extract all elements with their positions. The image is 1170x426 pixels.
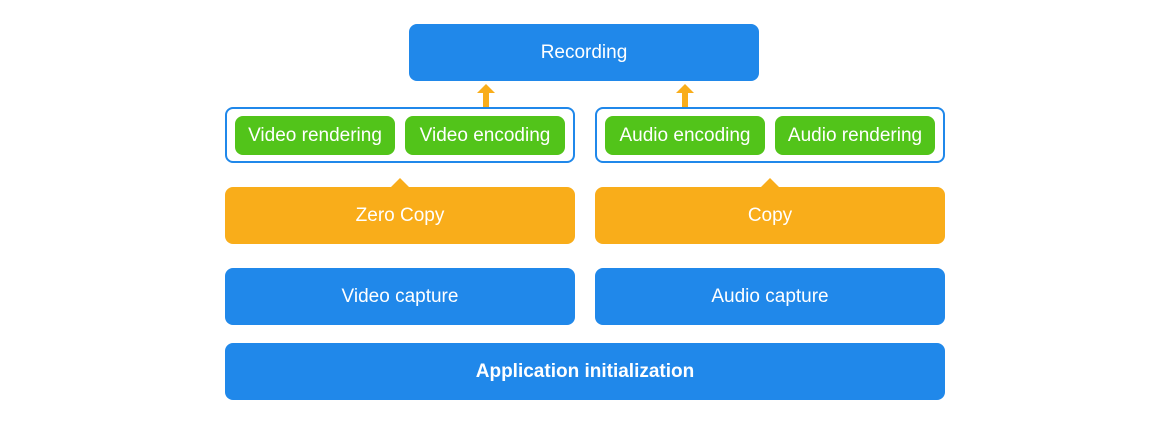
- video-encoding-label: Video encoding: [419, 124, 551, 146]
- copy-pointer: [761, 178, 779, 187]
- audio-rendering-box: Audio rendering: [775, 116, 935, 155]
- video-capture-label: Video capture: [341, 285, 459, 307]
- arrow-video-encoding-to-recording: [477, 84, 495, 118]
- zero-copy-pointer: [391, 178, 409, 187]
- video-encoding-box: Video encoding: [405, 116, 565, 155]
- recording-box: Recording: [409, 24, 759, 81]
- copy-box: Copy: [595, 187, 945, 244]
- zero-copy-label: Zero Copy: [355, 204, 445, 226]
- audio-rendering-label: Audio rendering: [787, 124, 923, 146]
- recording-label: Recording: [540, 41, 628, 63]
- audio-encoding-label: Audio encoding: [619, 124, 751, 146]
- arrow-audio-encoding-to-recording: [676, 84, 694, 118]
- video-capture-box: Video capture: [225, 268, 575, 325]
- video-rendering-box: Video rendering: [235, 116, 395, 155]
- audio-capture-box: Audio capture: [595, 268, 945, 325]
- copy-label: Copy: [747, 204, 793, 226]
- video-rendering-label: Video rendering: [248, 124, 382, 146]
- audio-encoding-box: Audio encoding: [605, 116, 765, 155]
- application-initialization-label: Application initialization: [475, 360, 695, 382]
- zero-copy-box: Zero Copy: [225, 187, 575, 244]
- application-initialization-box: Application initialization: [225, 343, 945, 400]
- audio-capture-label: Audio capture: [711, 285, 829, 307]
